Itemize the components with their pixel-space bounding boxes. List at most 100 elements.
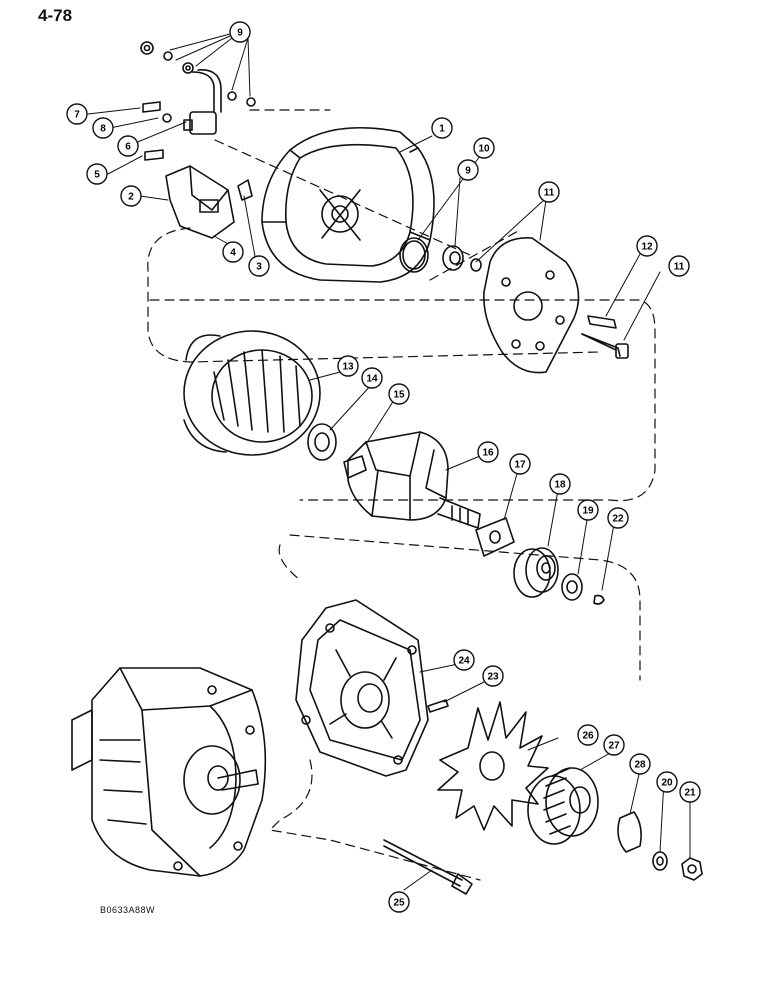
- drive-end-frame: [295, 599, 429, 777]
- assembled-alternator: [71, 667, 267, 877]
- callout-label: 11: [674, 262, 685, 273]
- rectifier-screws: [581, 315, 629, 359]
- callout-c1: 1: [431, 117, 453, 139]
- callout-label: 22: [612, 514, 624, 525]
- callout-circle: [66, 103, 88, 125]
- rear-bearing: [513, 547, 559, 598]
- callout-label: 28: [634, 760, 646, 771]
- callout-c20: 20: [656, 771, 678, 793]
- connector-plug: [183, 111, 217, 135]
- callout-circle: [86, 163, 108, 185]
- spacer-and-key: [561, 573, 605, 605]
- rear-housing: [261, 126, 435, 283]
- callout-circle: [668, 255, 690, 277]
- callout-c24: 24: [453, 649, 475, 671]
- callout-label: 10: [478, 144, 490, 155]
- cooling-fan: [437, 701, 549, 831]
- callout-circle: [120, 185, 142, 207]
- callout-c28: 28: [629, 753, 651, 775]
- callout-label: 20: [661, 778, 673, 789]
- callout-label: 19: [582, 506, 594, 517]
- callout-circle: [607, 507, 629, 529]
- callout-c9b: 9: [457, 159, 479, 181]
- callout-circle: [656, 771, 678, 793]
- callout-label: 9: [237, 28, 243, 39]
- callout-c4: 4: [222, 241, 244, 263]
- callout-label: 1: [439, 124, 445, 135]
- callout-label: 13: [342, 362, 354, 373]
- callout-c11b: 11: [668, 255, 690, 277]
- callout-circle: [629, 753, 651, 775]
- through-bolt: [383, 839, 473, 895]
- small-screws: [142, 101, 172, 161]
- callout-label: 16: [482, 448, 494, 459]
- callout-circle: [549, 473, 571, 495]
- callout-c17: 17: [509, 453, 531, 475]
- assembly-guide-lines: [147, 109, 656, 881]
- wiring-harness: [140, 41, 256, 113]
- callout-label: 8: [100, 124, 106, 135]
- callout-label: 12: [641, 242, 653, 253]
- callout-circle: [248, 255, 270, 277]
- callout-label: 2: [128, 192, 134, 203]
- pulley: [527, 767, 599, 845]
- callout-circle: [679, 781, 701, 803]
- callout-label: 6: [125, 142, 131, 153]
- callout-circle: [431, 117, 453, 139]
- callout-circle: [509, 453, 531, 475]
- rotor: [343, 431, 481, 529]
- callout-circle: [457, 159, 479, 181]
- callout-c9a: 9: [229, 21, 251, 43]
- rectifier-plate: [483, 237, 580, 374]
- callout-label: 7: [74, 110, 80, 121]
- figure-code: B0633A88W: [100, 905, 156, 915]
- callout-label: 15: [393, 390, 405, 401]
- callout-label: 3: [256, 262, 262, 273]
- callout-c23: 23: [482, 665, 504, 687]
- callout-c27: 27: [603, 734, 625, 756]
- callout-circle: [482, 665, 504, 687]
- callout-c3: 3: [248, 255, 270, 277]
- callout-c13: 13: [337, 355, 359, 377]
- front-bearing: [307, 423, 337, 461]
- callout-c5: 5: [86, 163, 108, 185]
- callout-circle: [92, 117, 114, 139]
- callout-label: 4: [230, 248, 236, 259]
- callout-c21: 21: [679, 781, 701, 803]
- callout-circle: [388, 383, 410, 405]
- callout-label: 21: [684, 788, 696, 799]
- callout-label: 27: [608, 741, 620, 752]
- part-callouts: 1234567899101111121314151617181922232425…: [66, 21, 701, 913]
- callout-circle: [577, 499, 599, 521]
- callout-circle: [577, 724, 599, 746]
- callout-label: 24: [458, 656, 470, 667]
- callout-c8: 8: [92, 117, 114, 139]
- page-number: 4-78: [38, 6, 73, 25]
- callout-label: 14: [366, 374, 378, 385]
- callout-circle: [388, 891, 410, 913]
- callout-label: 5: [94, 170, 100, 181]
- callout-c26: 26: [577, 724, 599, 746]
- callout-circle: [117, 135, 139, 157]
- callout-circle: [337, 355, 359, 377]
- callout-c19: 19: [577, 499, 599, 521]
- callout-circle: [453, 649, 475, 671]
- callout-c25: 25: [388, 891, 410, 913]
- stator: [183, 330, 321, 456]
- callout-circle: [222, 241, 244, 263]
- spacer-plate: [475, 517, 515, 557]
- callout-label: 26: [582, 731, 594, 742]
- callout-label: 18: [554, 480, 566, 491]
- callout-c18: 18: [549, 473, 571, 495]
- small-screw-23: [427, 699, 449, 713]
- callout-c12: 12: [636, 235, 658, 257]
- callout-circle: [477, 441, 499, 463]
- callout-circle: [473, 137, 495, 159]
- leader-lines: [87, 33, 691, 891]
- callout-c7: 7: [66, 103, 88, 125]
- callout-label: 23: [487, 672, 499, 683]
- callout-circle: [603, 734, 625, 756]
- callout-circle: [636, 235, 658, 257]
- callout-c15: 15: [388, 383, 410, 405]
